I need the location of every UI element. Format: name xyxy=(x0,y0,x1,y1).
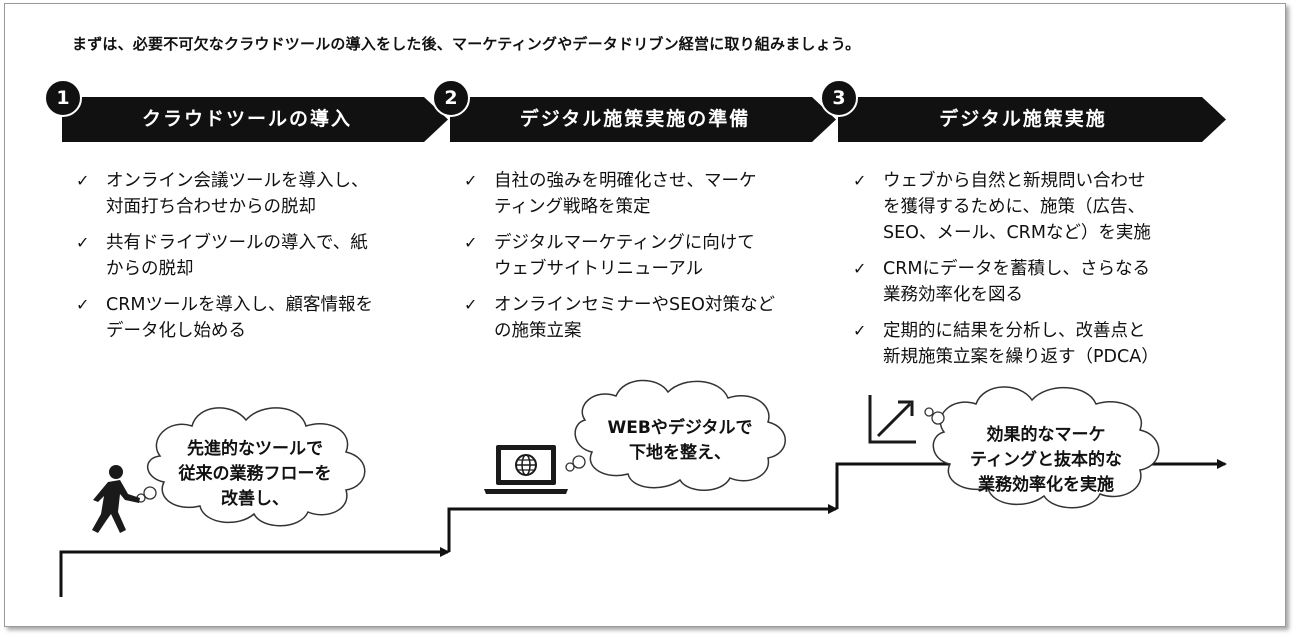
step-1-badge: 1 xyxy=(44,79,82,117)
bullet-line: 対面打ち合わせからの脱却 xyxy=(106,197,316,217)
check-icon: ✓ xyxy=(76,171,90,190)
bullet-line: 自社の強みを明確化させ、マーケ xyxy=(494,171,757,191)
growth-chart-icon xyxy=(868,395,916,444)
step-2-banner xyxy=(450,97,836,142)
bullet-line: 定期的に結果を分析し、改善点と xyxy=(883,321,1146,341)
bullet-line: 業務効率化を図る xyxy=(883,285,1023,305)
check-icon: ✓ xyxy=(853,321,867,340)
step-1-caption: 先進的なツールで 従来の業務フローを 改善し、 xyxy=(170,437,340,512)
bullet-line: SEO、メール、CRMなど）を実施 xyxy=(883,223,1151,243)
caption-line: 効果的なマーケ xyxy=(986,425,1106,445)
bullet-line: からの脱却 xyxy=(106,259,194,279)
step-1-title: クラウドツールの導入 xyxy=(141,108,352,130)
caption-line: 先進的なツールで xyxy=(187,439,323,459)
thought-cloud-2 xyxy=(565,379,786,491)
check-icon: ✓ xyxy=(76,233,90,252)
caption-line: 業務効率化を実施 xyxy=(978,475,1114,495)
bullet-line: オンライン会議ツールを導入し、 xyxy=(106,171,369,191)
caption-line: ティングと抜本的な xyxy=(970,450,1122,470)
list-item: ✓ 自社の強みを明確化させ、マーケティング戦略を策定 xyxy=(464,168,804,220)
step-1-bullets: ✓ オンライン会議ツールを導入し、対面打ち合わせからの脱却 ✓ 共有ドライブツールの… xyxy=(76,168,416,354)
bullet-line: CRMツールを導入し、顧客情報を xyxy=(106,295,373,315)
staircase-step-1-arrow xyxy=(59,547,450,597)
step-2-title: デジタル施策実施の準備 xyxy=(519,108,751,130)
thought-cloud-3 xyxy=(924,386,1160,509)
step-3-banner xyxy=(838,97,1226,142)
step-3-bullets: ✓ ウェブから自然と新規問い合わせを獲得するために、施策（広告、 SEO、メール、C… xyxy=(853,168,1213,380)
bullet-line: 新規施策立案を繰り返す（PDCA） xyxy=(883,347,1159,367)
step-3-badge: 3 xyxy=(820,79,858,117)
step-3-title: デジタル施策実施 xyxy=(939,108,1107,130)
step-2-bullets: ✓ 自社の強みを明確化させ、マーケティング戦略を策定 ✓ デジタルマーケティングに向… xyxy=(464,168,804,354)
bullet-line: ティング戦略を策定 xyxy=(494,197,651,217)
thought-cloud-1 xyxy=(136,407,366,527)
list-item: ✓ デジタルマーケティングに向けてウェブサイトリニューアル xyxy=(464,230,804,282)
list-item: ✓ 定期的に結果を分析し、改善点と新規施策立案を繰り返す（PDCA） xyxy=(853,318,1213,370)
bullet-line: 共有ドライブツールの導入で、紙 xyxy=(106,233,368,253)
intro-text: まずは、必要不可欠なクラウドツールの導入をした後、マーケティングやデータドリブン… xyxy=(72,35,861,53)
list-item: ✓ オンラインセミナーやSEO対策などの施策立案 xyxy=(464,292,804,344)
caption-line: 改善し、 xyxy=(221,489,289,509)
list-item: ✓ 共有ドライブツールの導入で、紙からの脱却 xyxy=(76,230,416,282)
caption-line: 従来の業務フローを xyxy=(178,464,332,484)
check-icon: ✓ xyxy=(853,171,867,190)
step-1-banner xyxy=(62,97,448,142)
step-2-caption: WEBやデジタルで 下地を整え、 xyxy=(600,416,760,466)
bullet-line: ウェブから自然と新規問い合わせ xyxy=(883,171,1146,191)
caption-line: 下地を整え、 xyxy=(629,443,731,463)
laptop-globe-icon xyxy=(484,445,568,494)
walking-person-icon xyxy=(92,465,140,533)
check-icon: ✓ xyxy=(464,171,478,190)
bullet-line: の施策立案 xyxy=(494,321,582,341)
bullet-line: オンラインセミナーやSEO対策など xyxy=(494,295,775,315)
bullet-line: を獲得するために、施策（広告、 xyxy=(883,197,1145,217)
list-item: ✓ オンライン会議ツールを導入し、対面打ち合わせからの脱却 xyxy=(76,168,416,220)
bullet-line: ウェブサイトリニューアル xyxy=(494,259,704,279)
list-item: ✓ CRMにデータを蓄積し、さらなる業務効率化を図る xyxy=(853,256,1213,308)
check-icon: ✓ xyxy=(76,295,90,314)
step-3-caption: 効果的なマーケ ティングと抜本的な 業務効率化を実施 xyxy=(958,423,1134,498)
check-icon: ✓ xyxy=(464,295,478,314)
staircase-step-2-arrow xyxy=(447,504,838,552)
check-icon: ✓ xyxy=(464,233,478,252)
bullet-line: CRMにデータを蓄積し、さらなる xyxy=(883,259,1150,279)
list-item: ✓ CRMツールを導入し、顧客情報をデータ化し始める xyxy=(76,292,416,344)
check-icon: ✓ xyxy=(853,259,867,278)
step-2-badge: 2 xyxy=(432,79,470,117)
list-item: ✓ ウェブから自然と新規問い合わせを獲得するために、施策（広告、 SEO、メール、C… xyxy=(853,168,1213,246)
caption-line: WEBやデジタルで xyxy=(607,418,753,438)
bullet-line: デジタルマーケティングに向けて xyxy=(494,233,755,253)
bullet-line: データ化し始める xyxy=(106,321,246,341)
